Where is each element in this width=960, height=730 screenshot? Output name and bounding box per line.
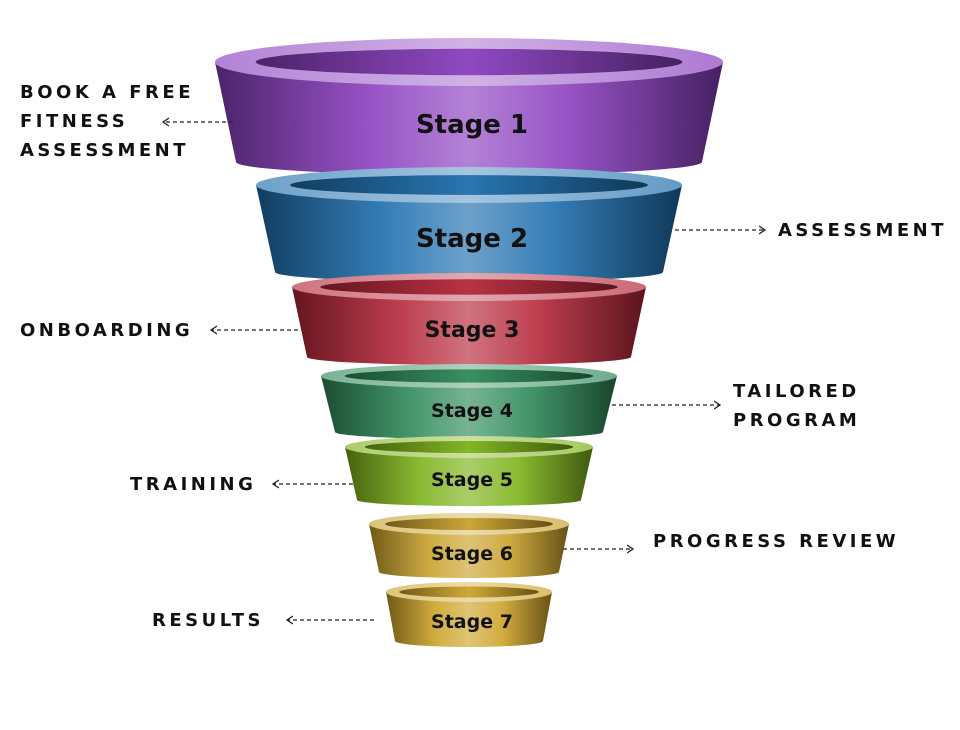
stage-description-line: ONBOARDING bbox=[20, 320, 194, 341]
stage-description-2: ASSESSMENT bbox=[778, 216, 947, 245]
funnel-body-4 bbox=[321, 376, 617, 439]
stage-label-6: Stage 6 bbox=[431, 543, 513, 565]
stage-description-line: ASSESSMENT bbox=[20, 140, 190, 161]
stage-label-4: Stage 4 bbox=[431, 400, 513, 422]
funnel-stage-1: Stage 1 bbox=[215, 38, 723, 175]
stage-description-1: BOOK A FREE FITNESS ASSESSMENT bbox=[20, 78, 194, 165]
stage-description-4: TAILORED PROGRAM bbox=[733, 377, 860, 435]
funnel-opening-5 bbox=[364, 440, 574, 454]
funnel-opening-1 bbox=[255, 48, 683, 76]
funnel-opening-4 bbox=[344, 369, 594, 383]
funnel-stage-2: Stage 2 bbox=[256, 167, 682, 282]
funnel-opening-7 bbox=[399, 586, 539, 598]
funnel-body-2 bbox=[256, 185, 682, 282]
stage-label-7: Stage 7 bbox=[431, 611, 513, 633]
stage-description-3: ONBOARDING bbox=[20, 316, 193, 345]
funnel-stage-5: Stage 5 bbox=[345, 436, 593, 506]
stage-description-line: PROGRESS REVIEW bbox=[653, 531, 900, 552]
funnel-body-7 bbox=[386, 592, 552, 647]
stage-description-line: FITNESS bbox=[20, 111, 129, 132]
stage-label-2: Stage 2 bbox=[416, 224, 528, 254]
stage-label-3: Stage 3 bbox=[425, 318, 520, 343]
stage-description-line: TAILORED bbox=[733, 381, 860, 402]
funnel-opening-2 bbox=[290, 175, 648, 195]
funnel-body-3 bbox=[292, 287, 646, 365]
stage-description-line: RESULTS bbox=[152, 610, 264, 631]
funnel-body-1 bbox=[215, 62, 723, 175]
stage-label-1: Stage 1 bbox=[416, 110, 528, 140]
funnel-body-5 bbox=[345, 447, 593, 506]
stage-description-6: PROGRESS REVIEW bbox=[653, 527, 899, 556]
funnel-stage-7: Stage 7 bbox=[386, 582, 552, 647]
stage-description-line: TRAINING bbox=[130, 474, 257, 495]
funnel-opening-3 bbox=[320, 279, 618, 295]
stage-description-line: PROGRAM bbox=[733, 410, 861, 431]
stage-description-line: BOOK A FREE bbox=[20, 82, 194, 103]
funnel-stage-4: Stage 4 bbox=[321, 364, 617, 439]
stage-label-5: Stage 5 bbox=[431, 469, 513, 491]
stage-description-line: ASSESSMENT bbox=[778, 220, 948, 241]
funnel-body-6 bbox=[369, 524, 569, 578]
stage-description-5: TRAINING bbox=[130, 470, 256, 499]
funnel-stage-3: Stage 3 bbox=[292, 273, 646, 365]
stage-description-7: RESULTS bbox=[152, 606, 264, 635]
funnel-stage-6: Stage 6 bbox=[369, 513, 569, 578]
funnel-opening-6 bbox=[385, 517, 553, 531]
